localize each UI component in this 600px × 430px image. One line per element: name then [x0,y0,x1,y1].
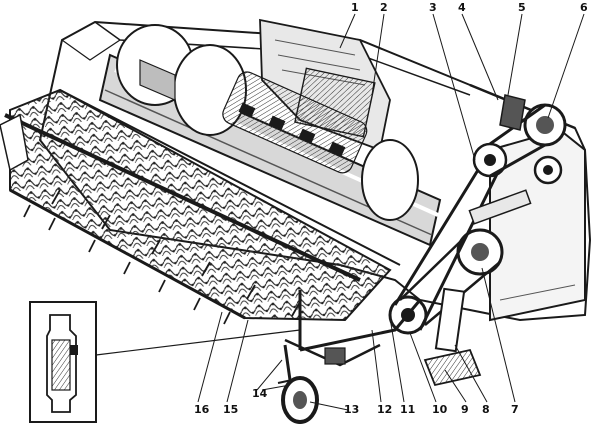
callout-12: 12 [377,403,393,416]
support-frame [284,287,482,387]
callout-6: 6 [580,1,588,14]
callout-15: 15 [223,403,239,416]
callout-14: 14 [252,387,268,400]
callout-2: 2 [380,1,388,14]
callout-1: 1 [351,1,359,14]
auger [98,24,442,247]
drive-assembly [388,94,567,335]
callout-10: 10 [432,403,448,416]
callout-13: 13 [344,403,360,416]
reel-tines [23,189,301,325]
leader-lines [197,13,585,411]
callout-8: 8 [482,403,490,416]
callout-9: 9 [461,403,469,416]
callout-5: 5 [518,1,526,14]
pickup-reel [0,88,401,325]
inset-detail [29,301,301,423]
callout-11: 11 [400,403,416,416]
callout-7: 7 [511,403,519,416]
callout-4: 4 [458,1,466,14]
callout-16: 16 [194,403,210,416]
gauge-wheel [277,344,319,424]
callout-3: 3 [429,1,437,14]
